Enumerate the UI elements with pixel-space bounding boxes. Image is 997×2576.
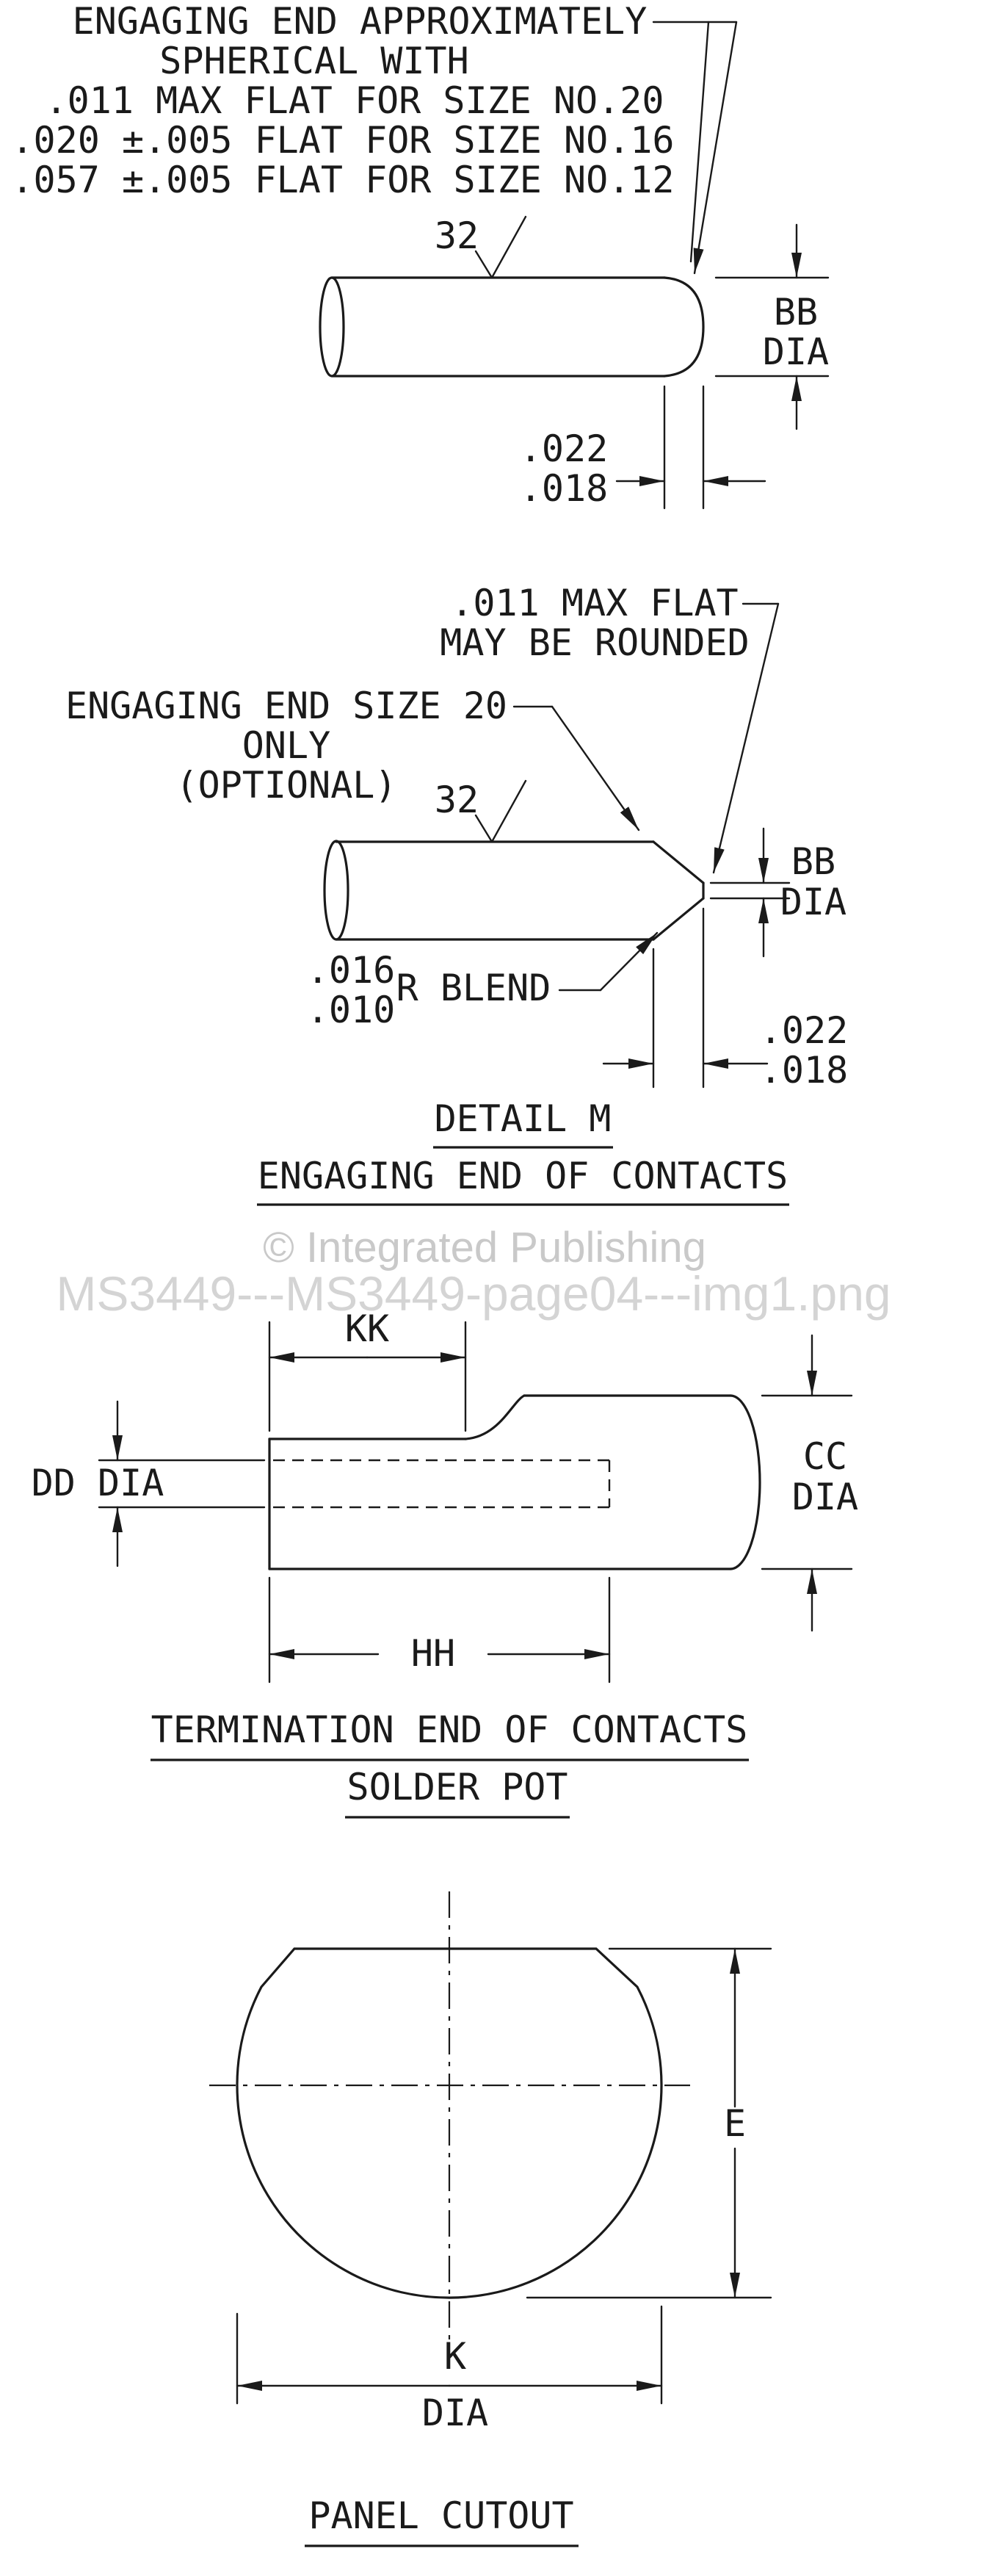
view1-engaging-end-spherical: ENGAGING END APPROXIMATELY SPHERICAL WIT… [11, 0, 830, 510]
dim-cc-dia: CC DIA [761, 1334, 858, 1632]
dim-kk: KK [268, 1307, 467, 1432]
watermark-filename: MS3449---MS3449-page04---img1.png [56, 1266, 891, 1321]
dim-tip-length-view1: .022 .018 [520, 385, 766, 510]
dim-010-label: .010 [307, 989, 395, 1031]
watermark: © Integrated Publishing MS3449---MS3449-… [56, 1224, 891, 1321]
view2-detail-m: .011 MAX FLAT MAY BE ROUNDED ENGAGING EN… [65, 582, 848, 1206]
dim-dia-label: DIA [763, 331, 829, 373]
solder-pot-title: SOLDER POT [347, 1766, 568, 1808]
note-flat-line1: .011 MAX FLAT [451, 582, 738, 624]
note-engaging-line3: (OPTIONAL) [175, 764, 396, 807]
panel-cutout-title: PANEL CUTOUT [308, 2494, 573, 2537]
caption-termination-end: TERMINATION END OF CONTACTS SOLDER POT [151, 1709, 749, 1819]
surface-finish-symbol-2: 32 [435, 779, 527, 843]
surface-finish-value: 32 [435, 214, 479, 257]
dim-k-label: K [444, 2335, 466, 2378]
note-flat-line2: MAY BE ROUNDED [440, 621, 749, 664]
leader-engaging-note [512, 705, 640, 831]
dim-dd-dia: DD DIA [32, 1400, 266, 1567]
termination-title: TERMINATION END OF CONTACTS [151, 1709, 748, 1751]
leader-flat-note [712, 602, 780, 874]
view3-termination-end: KK DD DIA CC DIA [32, 1307, 858, 1819]
dim-hh-label: HH [411, 1632, 455, 1675]
dim-bb-dia-view2: BB DIA [709, 827, 846, 958]
dim-e-label: E [724, 2102, 746, 2145]
dim-cc-label: CC [803, 1435, 847, 1478]
caption-panel-cutout: PANEL CUTOUT [305, 2494, 579, 2547]
r-blend-label: R BLEND [396, 967, 551, 1009]
dim-bb-label-2: BB [791, 840, 835, 883]
dim-cc-dia-label: DIA [792, 1476, 858, 1518]
dim-022-label-2: .022 [760, 1009, 848, 1052]
note-engaging-line2: ONLY [242, 724, 330, 767]
dim-tip-length-view2: .022 .018 [602, 907, 848, 1092]
contact-outline-spherical [319, 276, 705, 378]
panel-centerlines [209, 1891, 690, 2343]
surface-finish-value-2: 32 [435, 779, 479, 821]
detail-m-title: DETAIL M [435, 1097, 612, 1140]
leader-to-spherical-tip [652, 21, 738, 275]
dim-016-label: .016 [307, 949, 395, 992]
dim-kk-label: KK [345, 1307, 389, 1350]
engaging-end-title: ENGAGING END OF CONTACTS [258, 1155, 788, 1197]
dim-e: E [526, 1947, 772, 2299]
dim-dia-label-2: DIA [780, 881, 846, 923]
dim-r-blend: .016 .010 R BLEND [307, 931, 659, 1031]
note-spherical-line4: .020 ±.005 FLAT FOR SIZE NO.16 [11, 119, 674, 162]
dim-bb-label: BB [774, 291, 818, 333]
note-spherical-line1: ENGAGING END APPROXIMATELY [73, 0, 648, 43]
view4-panel-cutout: E K DIA PANEL CUTOUT [209, 1891, 772, 2547]
caption-detail-m: DETAIL M ENGAGING END OF CONTACTS [257, 1097, 789, 1206]
surface-finish-symbol: 32 [435, 214, 527, 279]
solder-pot-outline [268, 1394, 761, 1570]
dim-dd-dia-label: DD DIA [32, 1462, 164, 1504]
note-engaging-line1: ENGAGING END SIZE 20 [65, 685, 507, 727]
contact-outline-chamfered [323, 840, 705, 941]
dim-022-label: .022 [520, 427, 608, 470]
dim-k-dia-label: DIA [422, 2392, 488, 2434]
note-spherical-line5: .057 ±.005 FLAT FOR SIZE NO.12 [11, 159, 674, 201]
dim-hh: HH [268, 1576, 611, 1684]
panel-cutout-outline [236, 1947, 663, 2299]
dim-018-label-2: .018 [760, 1049, 848, 1092]
solder-pot-hidden-hole [273, 1459, 611, 1509]
note-spherical-line2: SPHERICAL WITH [159, 40, 468, 82]
dim-k-dia: K DIA [236, 2305, 663, 2434]
dim-018-label: .018 [520, 467, 608, 510]
dim-bb-dia-view1: BB DIA [714, 223, 830, 430]
watermark-publisher: © Integrated Publishing [263, 1224, 706, 1271]
note-spherical-line3: .011 MAX FLAT FOR SIZE NO.20 [46, 79, 664, 122]
